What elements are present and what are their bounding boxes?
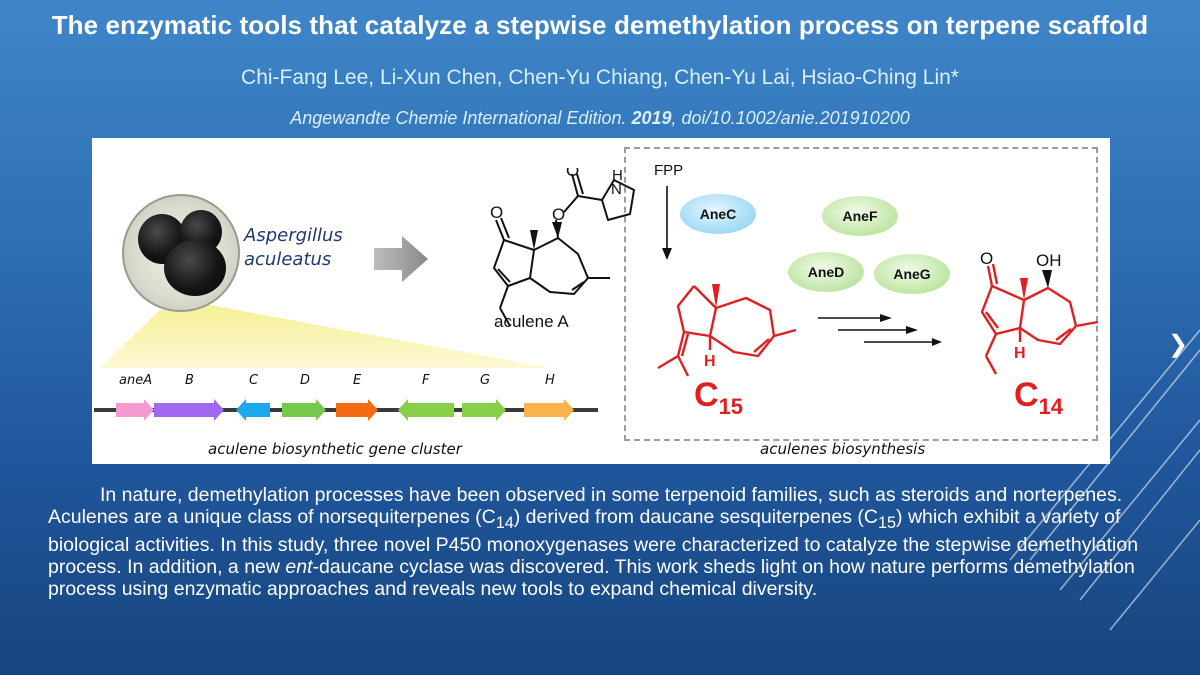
gene-cluster: [94, 399, 598, 421]
gene-arrow: [154, 399, 224, 421]
species-name: Aspergillus aculeatus: [244, 224, 343, 272]
gene-label: G: [480, 373, 491, 388]
enzyme-anec: AneC: [680, 194, 756, 234]
gene-label: B: [185, 373, 194, 388]
atom-h-label: H: [1014, 345, 1026, 362]
multistep-arrows-icon: [818, 314, 942, 346]
atom-n-label: N: [611, 181, 622, 198]
gray-arrow-icon: [374, 236, 428, 282]
gene-arrow: [116, 399, 154, 421]
aculene-a-structure: O O O H N: [490, 168, 635, 327]
slide-title: The enzymatic tools that catalyze a step…: [51, 10, 1149, 40]
colony: [164, 240, 226, 296]
down-arrow-icon: [662, 186, 672, 260]
gene-arrow: [524, 399, 574, 421]
atom-h-label: H: [704, 353, 716, 370]
enzyme-aneg: AneG: [874, 254, 950, 294]
c14-subscript: 14: [1038, 393, 1064, 419]
cluster-caption: aculene biosynthetic gene cluster: [208, 440, 462, 458]
citation: Angewandte Chemie International Edition.…: [0, 108, 1200, 129]
atom-o-label: O: [566, 168, 579, 180]
abstract-text: In nature, demethylation processes have …: [48, 484, 1158, 600]
compound-name: aculene A: [494, 312, 569, 331]
citation-doi: , doi/10.1002/anie.201910200: [671, 108, 910, 128]
gene-label: aneA: [119, 373, 153, 388]
cluster-highlight-wedge: [100, 304, 550, 368]
atom-nh-label: H: [612, 168, 623, 184]
gene-arrow: [236, 399, 270, 421]
c14-label: C14: [1014, 376, 1063, 420]
c15-label: C15: [694, 376, 743, 420]
abstract-paragraph: In nature, demethylation processes have …: [48, 484, 1139, 600]
figure-panel: Aspergillus aculeatus: [92, 138, 1110, 464]
biosynthesis-box: [624, 147, 1098, 441]
gene-label: D: [300, 373, 311, 388]
precursor-label: FPP: [654, 162, 684, 179]
gene-label: F: [422, 373, 430, 388]
c14-structure: O OH H: [980, 249, 1099, 375]
atom-o-label: O: [980, 249, 993, 268]
enzyme-anef: AneF: [822, 196, 898, 236]
c15-element: C: [694, 376, 719, 414]
atom-o-label: O: [490, 203, 503, 222]
petri-dish-photo: [122, 194, 240, 312]
gene-arrow: [282, 399, 326, 421]
oh-label: OH: [1036, 251, 1062, 270]
chevron-right-icon: ❯: [1168, 331, 1189, 358]
c15-subscript: 15: [718, 393, 744, 419]
species-line1: Aspergillus: [244, 225, 343, 246]
atom-o-label: O: [552, 205, 565, 224]
author-list: Chi-Fang Lee, Li-Xun Chen, Chen-Yu Chian…: [241, 66, 959, 89]
citation-journal: Angewandte Chemie International Edition.: [290, 108, 627, 128]
gene-arrow: [336, 399, 378, 421]
enzyme-aned: AneD: [788, 252, 864, 292]
c14-element: C: [1014, 376, 1039, 414]
gene-arrow: [398, 399, 454, 421]
gene-label: H: [545, 373, 555, 388]
c15-structure: H: [657, 284, 797, 377]
gene-label: E: [353, 373, 362, 388]
gene-label: C: [249, 373, 259, 388]
biosynthesis-caption: aculenes biosynthesis: [760, 440, 926, 458]
citation-year: 2019: [631, 108, 672, 128]
species-line2: aculeatus: [244, 249, 332, 270]
gene-arrow: [462, 399, 506, 421]
